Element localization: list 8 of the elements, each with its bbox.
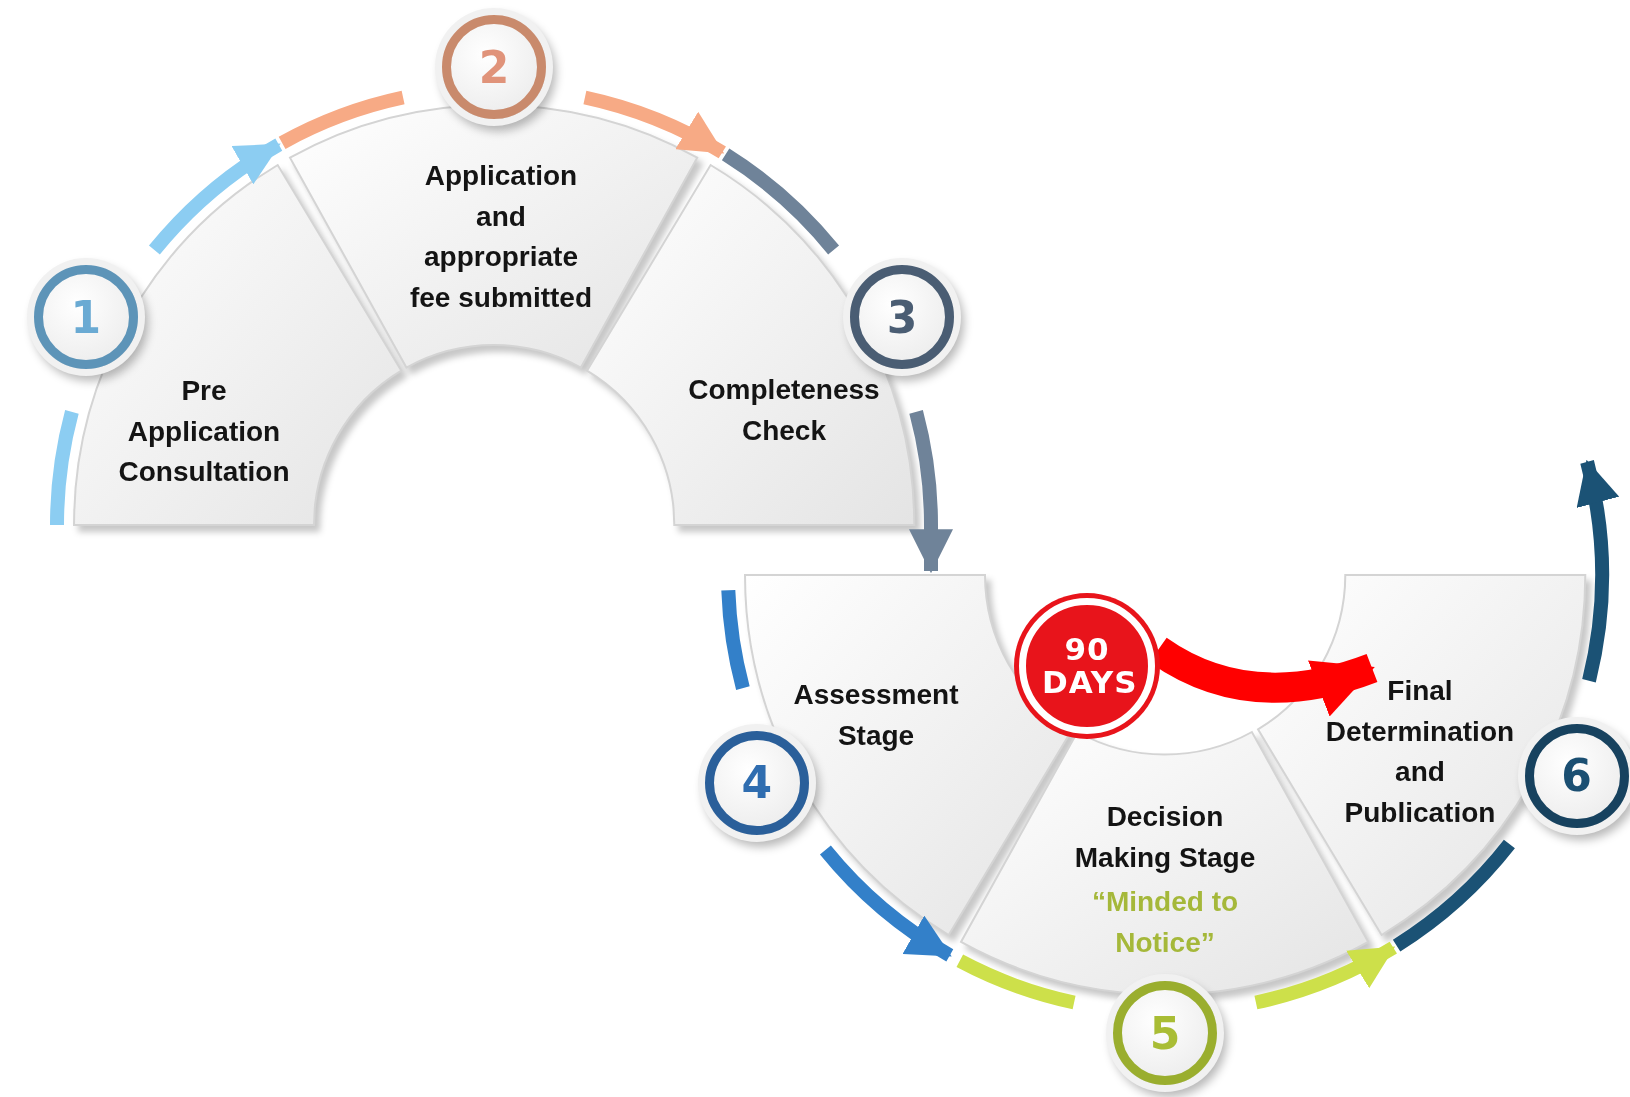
- step-label: Pre Application Consultation: [117, 374, 291, 490]
- step-label: Completeness Check: [687, 373, 881, 448]
- step-label: Final Determination and Publication: [1325, 673, 1515, 830]
- step-note: “Minded to Notice”: [1090, 885, 1240, 960]
- step-segment: [74, 165, 402, 525]
- step-label: Decision Making Stage: [1073, 799, 1257, 875]
- step-segment: [290, 105, 698, 368]
- step-label: Application and appropriate fee submitted: [408, 158, 593, 315]
